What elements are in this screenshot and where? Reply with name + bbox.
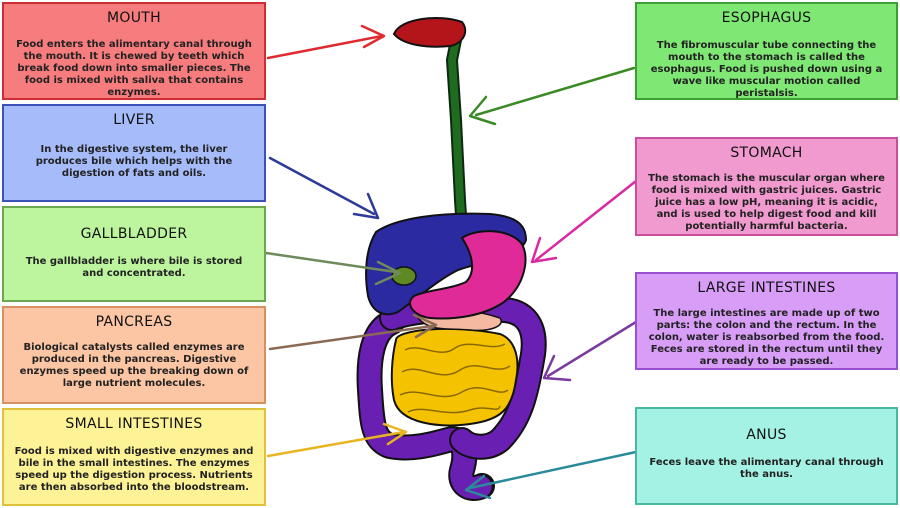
- large-intestines-description: The large intestines are made up of two …: [648, 308, 885, 367]
- liver-description: In the digestive system, the liver produ…: [35, 144, 233, 179]
- pancreas-card: PANCREAS Biological catalysts called enz…: [2, 306, 266, 404]
- gallbladder-description: The gallbladder is where bile is stored …: [25, 256, 243, 279]
- gallbladder-card: GALLBLADDER The gallbladder is where bil…: [2, 206, 266, 302]
- stomach-organ: [409, 230, 527, 320]
- arrow-icon: [264, 251, 402, 286]
- small-intestine-organ: [390, 327, 519, 427]
- large-intestines-card: LARGE INTESTINES The large intestines ar…: [635, 272, 898, 370]
- anus-description: Feces leave the alimentary canal through…: [649, 457, 884, 480]
- mouth-title: MOUTH: [107, 10, 161, 26]
- mouth-card: MOUTH Food enters the alimentary canal t…: [2, 2, 266, 100]
- stomach-card: STOMACH The stomach is the muscular orga…: [635, 137, 898, 236]
- esophagus-description: The fibromuscular tube connecting the mo…: [650, 40, 883, 99]
- liver-card: LIVER In the digestive system, the liver…: [2, 104, 266, 202]
- small-intestines-description: Food is mixed with digestive enzymes and…: [14, 446, 254, 493]
- arrow-icon: [530, 179, 638, 264]
- arrow-icon: [468, 66, 636, 126]
- gallbladder-title: GALLBLADDER: [80, 226, 188, 242]
- arrow-icon: [268, 156, 380, 220]
- liver-title: LIVER: [113, 112, 155, 128]
- pancreas-title: PANCREAS: [95, 314, 173, 330]
- large-intestines-title: LARGE INTESTINES: [697, 280, 836, 296]
- arrow-icon: [268, 313, 438, 351]
- mouth-description: Food enters the alimentary canal through…: [16, 39, 252, 98]
- arrow-icon: [266, 24, 386, 60]
- anus-title: ANUS: [746, 427, 787, 443]
- arrow-icon: [464, 450, 638, 500]
- esophagus-title: ESOPHAGUS: [721, 10, 812, 26]
- anus-card: ANUS Feces leave the alimentary canal th…: [635, 407, 898, 505]
- stomach-description: The stomach is the muscular organ where …: [648, 173, 885, 232]
- mouth-organ: [392, 17, 467, 48]
- arrow-icon: [266, 422, 408, 458]
- pancreas-description: Biological catalysts called enzymes are …: [19, 342, 249, 389]
- arrow-icon: [542, 320, 638, 382]
- small-intestines-title: SMALL INTESTINES: [65, 416, 203, 432]
- esophagus-card: ESOPHAGUS The fibromuscular tube connect…: [635, 2, 898, 100]
- stomach-title: STOMACH: [730, 145, 803, 161]
- small-intestines-card: SMALL INTESTINES Food is mixed with dige…: [2, 408, 266, 506]
